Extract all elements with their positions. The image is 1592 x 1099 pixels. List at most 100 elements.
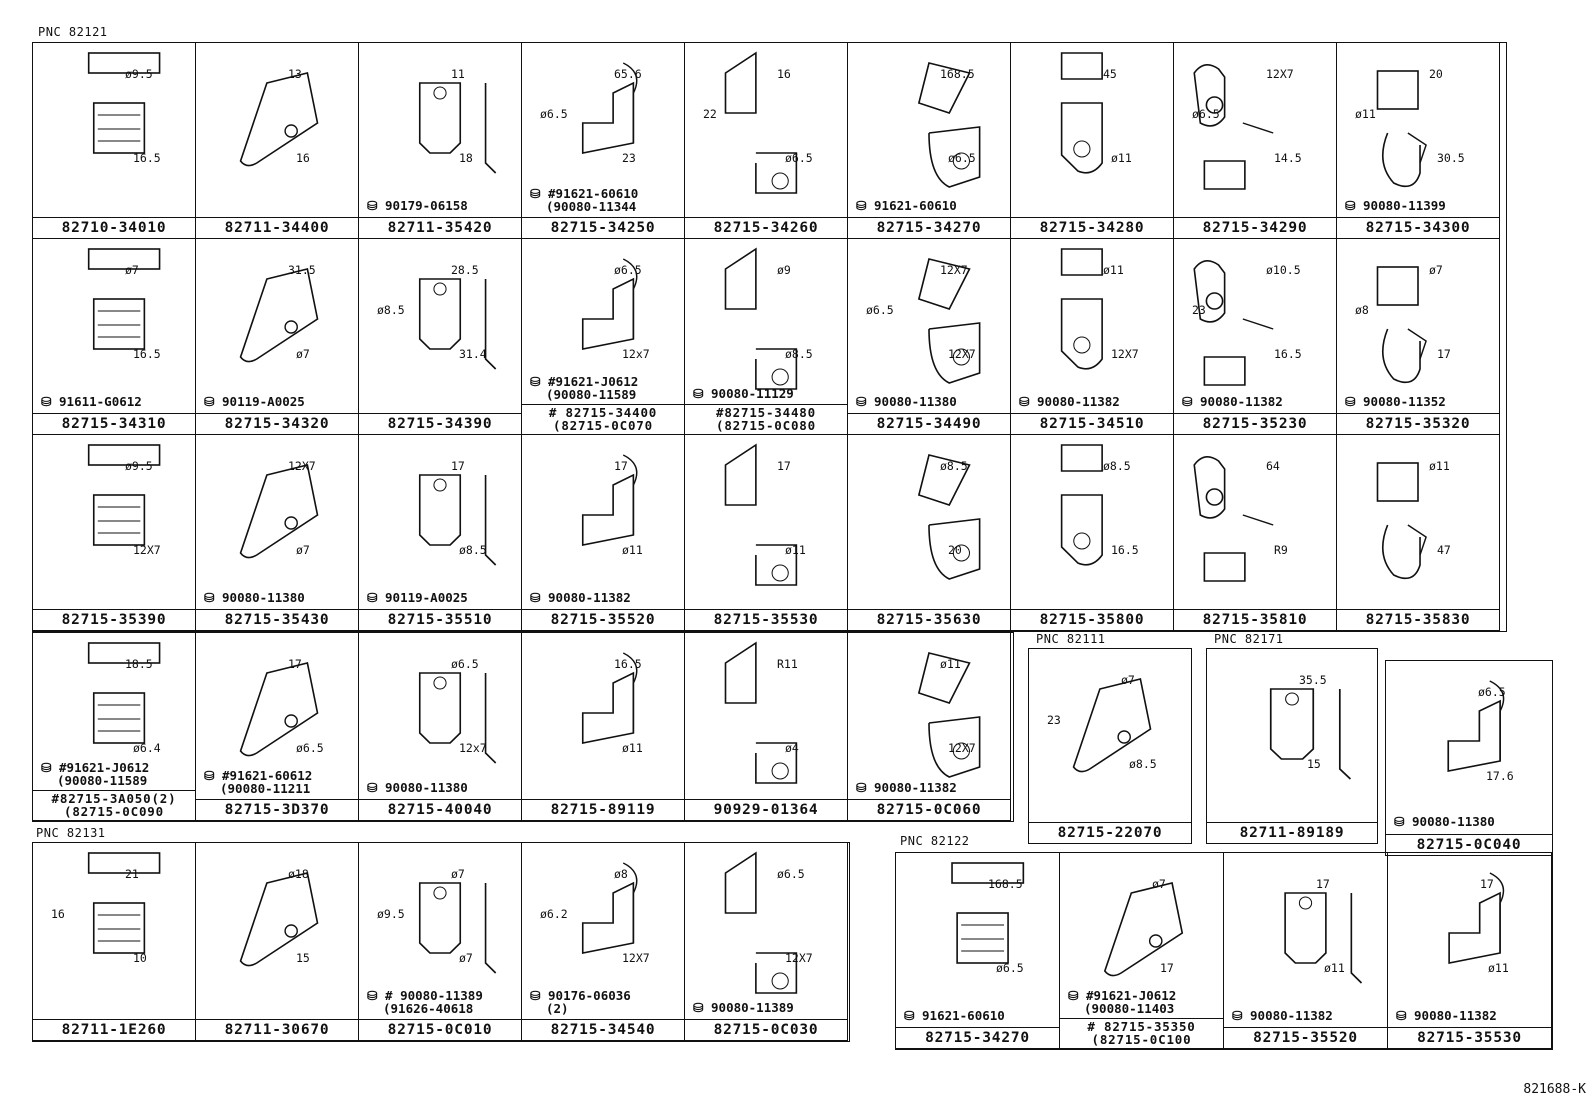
part-number[interactable]: 82715-35530: [685, 609, 847, 630]
part-number[interactable]: 82715-34320: [196, 413, 358, 434]
part-number[interactable]: 82715-34250: [522, 217, 684, 238]
part-number[interactable]: 82711-35420: [359, 217, 521, 238]
part-number[interactable]: 82715-0C010: [359, 1019, 521, 1040]
part-number[interactable]: 82715-35810: [1174, 609, 1336, 630]
part-number[interactable]: 82715-35510: [359, 609, 521, 630]
part-number[interactable]: #82715-3A050(2)(82715-0C090: [33, 790, 195, 820]
part-number[interactable]: 82715-34280: [1011, 217, 1173, 238]
bolt-icon: ⛁: [1394, 814, 1405, 829]
part-number[interactable]: 82715-35430: [196, 609, 358, 630]
part-number[interactable]: 82715-34270: [896, 1027, 1059, 1048]
dimension-label: ø9: [777, 263, 791, 277]
part-number[interactable]: 82715-34270: [848, 217, 1010, 238]
part-illustration: [359, 843, 521, 1019]
part-number[interactable]: 82715-34390: [359, 413, 521, 434]
dimension-label: 17: [1437, 347, 1451, 361]
part-number[interactable]: 82715-35800: [1011, 609, 1173, 630]
part-number[interactable]: 82715-34510: [1011, 413, 1173, 434]
part-number[interactable]: 82715-3D370: [196, 799, 358, 820]
part-number[interactable]: 82715-35830: [1337, 609, 1499, 630]
dimension-label: ø9.5: [125, 67, 153, 81]
part-number[interactable]: 82715-0C030: [685, 1019, 847, 1040]
part-number[interactable]: 82715-34310: [33, 413, 195, 434]
part-number[interactable]: 82715-35320: [1337, 413, 1499, 434]
part-number[interactable]: 82715-89119: [522, 799, 684, 820]
part-number[interactable]: 82715-35520: [1224, 1027, 1387, 1048]
part-number[interactable]: 82710-34010: [33, 217, 195, 238]
part-number[interactable]: 82711-34400: [196, 217, 358, 238]
part-number[interactable]: 82715-0C060: [848, 799, 1010, 820]
part-number[interactable]: #82715-34480(82715-0C080: [685, 404, 847, 434]
part-number[interactable]: 82715-22070: [1029, 822, 1191, 843]
part-number[interactable]: 82711-89189: [1207, 822, 1377, 843]
part-number[interactable]: 82715-35230: [1174, 413, 1336, 434]
part-number[interactable]: 82715-35390: [33, 609, 195, 630]
part-number[interactable]: # 82715-34400(82715-0C070: [522, 404, 684, 434]
part-number[interactable]: # 82715-35350(82715-0C100: [1060, 1018, 1223, 1048]
part-number[interactable]: 82715-34300: [1337, 217, 1499, 238]
part-illustration: [848, 435, 1010, 609]
part-number[interactable]: 82715-34540: [522, 1019, 684, 1040]
bolt-part-number: ⛁ #91621-60610(90080-11344: [530, 187, 638, 213]
part-number[interactable]: 82715-34490: [848, 413, 1010, 434]
part-number[interactable]: 82715-35630: [848, 609, 1010, 630]
part-illustration: [196, 435, 358, 609]
part-number[interactable]: 82715-34260: [685, 217, 847, 238]
part-number[interactable]: 82715-35530: [1388, 1027, 1551, 1048]
part-number[interactable]: 82715-0C040: [1386, 834, 1552, 855]
part-number[interactable]: 82715-34290: [1174, 217, 1336, 238]
dimension-label: 17: [451, 459, 465, 473]
part-number[interactable]: 82715-40040: [359, 799, 521, 820]
part-number[interactable]: 90929-01364: [685, 799, 847, 820]
bolt-alt-number: (2): [546, 1001, 569, 1016]
part-illustration: [896, 853, 1059, 1027]
part-number[interactable]: 82711-1E260: [33, 1019, 195, 1040]
part-illustration: [685, 239, 847, 405]
part-number[interactable]: 82711-30670: [196, 1019, 358, 1040]
part-number[interactable]: 82715-35520: [522, 609, 684, 630]
